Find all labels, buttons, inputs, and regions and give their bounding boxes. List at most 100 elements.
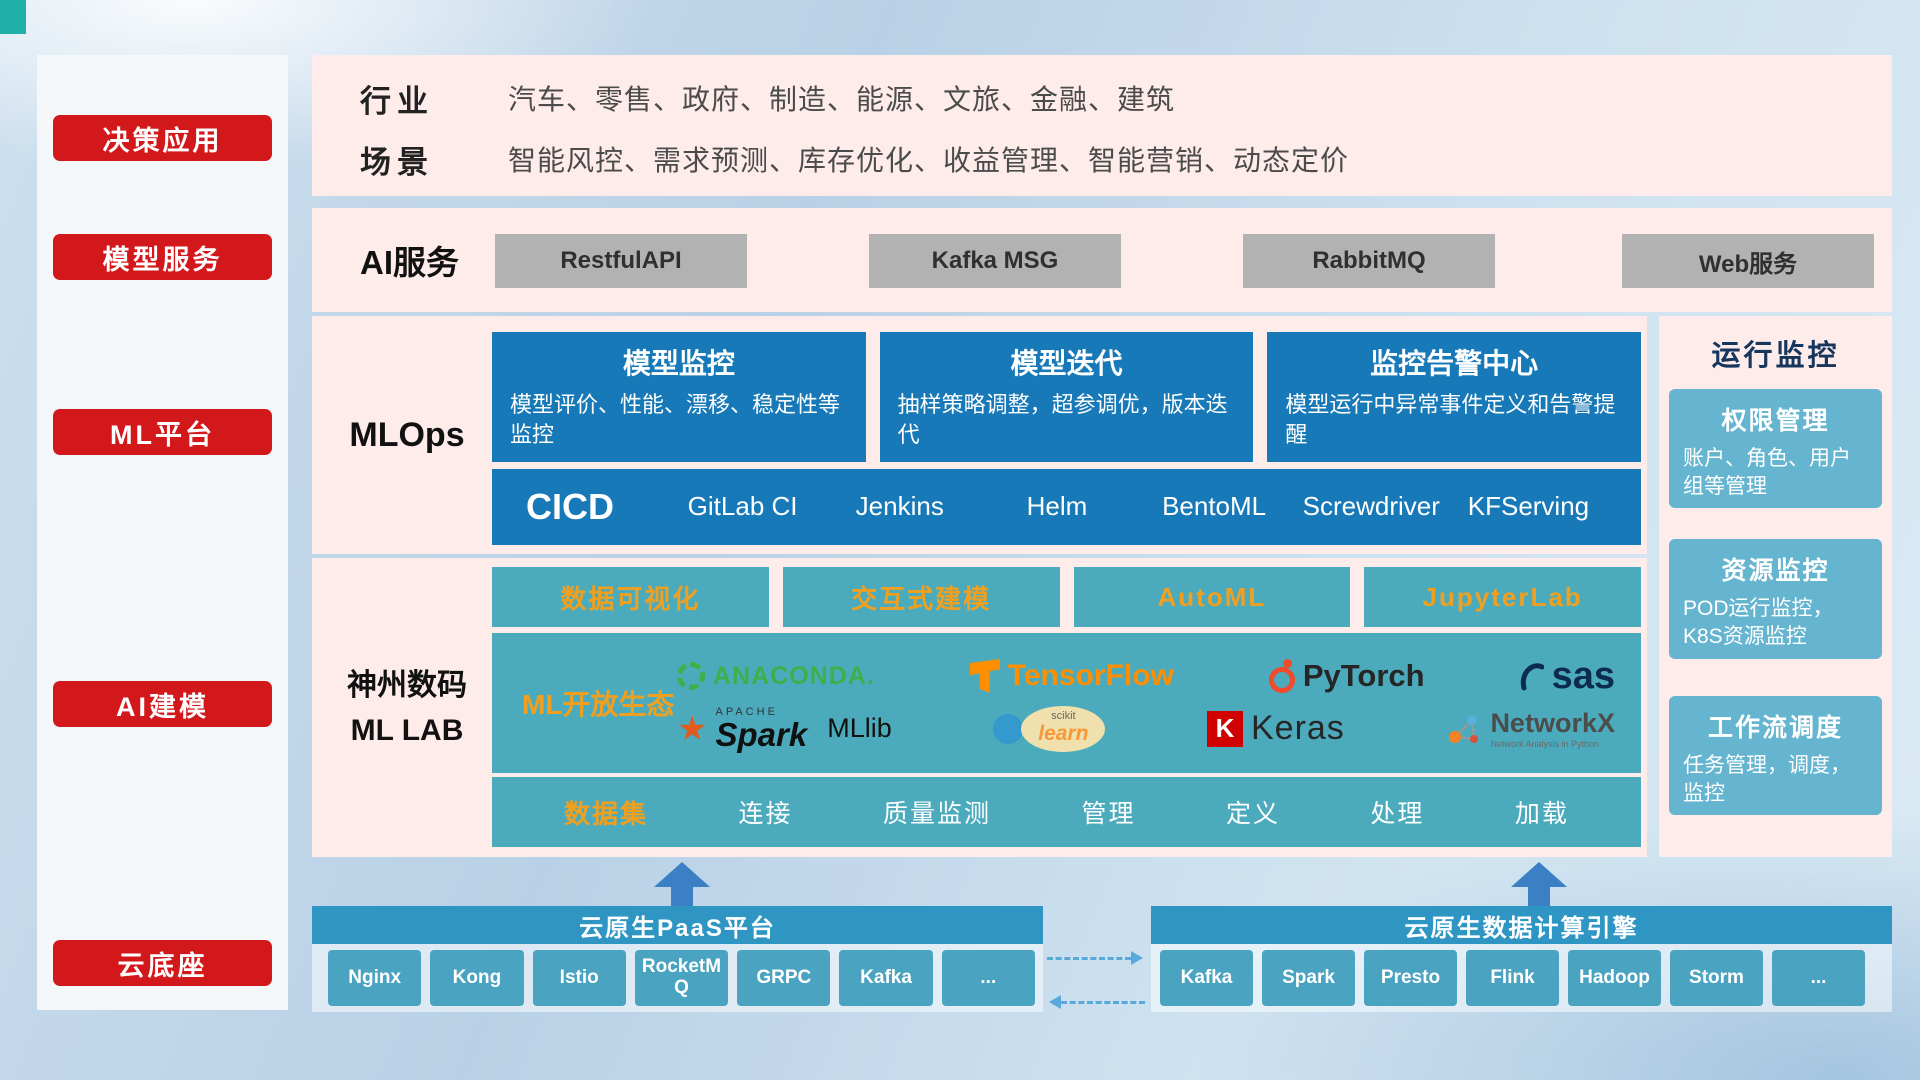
arrow-stem [1528, 887, 1550, 906]
apache-label: APACHE [715, 705, 778, 718]
monitoring-card-workflow: 工作流调度 任务管理，调度，监控 [1669, 696, 1882, 815]
cicd-item-gitlab-ci: GitLab CI [687, 491, 798, 522]
mlops-card-alert-center: 监控告警中心 模型运行中异常事件定义和告警提醒 [1267, 332, 1642, 462]
ai-service-rabbitmq: RabbitMQ [1243, 234, 1495, 288]
networkx-logo: NetworkX Network Analysis in Python [1446, 707, 1615, 750]
mllab-panel: 神州数码 ML LAB 数据可视化 交互式建模 AutoML JupyterLa… [312, 558, 1647, 857]
sas-swoosh-icon [1520, 663, 1544, 691]
engine-chip-kafka: Kafka [1160, 950, 1253, 1006]
monitoring-card-permissions: 权限管理 账户、角色、用户组等管理 [1669, 389, 1882, 508]
tensorflow-logo: TensorFlow [969, 659, 1174, 693]
mlops-panel: MLOps 模型监控 模型评价、性能、漂移、稳定性等监控 模型迭代 抽样策略调整… [312, 316, 1647, 554]
ecosystem-row-2: ★ APACHE Spark MLlib scikit learn K [677, 705, 1615, 752]
spark-star-icon: ★ [677, 709, 708, 748]
spark-wordmark-stack: APACHE Spark [715, 705, 807, 751]
dataset-item-load: 加载 [1514, 800, 1569, 828]
mllib-wordmark: MLlib [827, 713, 892, 743]
tool-data-visualization: 数据可视化 [492, 567, 769, 627]
ecosystem-row-1: ANACONDA. TensorFlow PyTorch sas [677, 655, 1615, 698]
scene-row: 场景 智能风控、需求预测、库存优化、收益管理、智能营销、动态定价 [360, 137, 1872, 181]
engine-chip-storm: Storm [1670, 950, 1763, 1006]
card-desc: 模型运行中异常事件定义和告警提醒 [1285, 392, 1616, 447]
paas-chip-istio: Istio [532, 950, 626, 1006]
engine-chip-presto: Presto [1364, 950, 1457, 1006]
keras-wordmark: Keras [1250, 709, 1345, 747]
paas-platform-bar: 云原生PaaS平台 [312, 906, 1043, 944]
arrow-head [654, 862, 710, 887]
ai-service-web: Web服务 [1622, 234, 1874, 288]
cicd-item-jenkins: Jenkins [855, 491, 944, 522]
card-desc: 账户、角色、用户组等管理 [1683, 447, 1851, 499]
card-title: 模型监控 [622, 348, 735, 379]
card-desc: POD运行监控，K8S资源监控 [1683, 597, 1834, 649]
cicd-label: CICD [526, 486, 614, 527]
mllab-label-line2: ML LAB [350, 713, 464, 747]
networkx-icon [1449, 714, 1479, 743]
mlops-label: MLOps [349, 415, 465, 454]
ai-service-restfulapi: RestfulAPI [495, 234, 747, 288]
keras-k-icon: K [1206, 710, 1243, 747]
arrow-stem [671, 887, 693, 906]
scikit-learn-icon [993, 713, 1024, 744]
card-title: 权限管理 [1721, 407, 1830, 435]
paas-chip-more: ... [941, 950, 1035, 1006]
anaconda-icon [677, 662, 705, 690]
mlops-cards: 模型监控 模型评价、性能、漂移、稳定性等监控 模型迭代 抽样策略调整，超参调优，… [492, 332, 1642, 462]
ai-services-panel: AI服务 RestfulAPI Kafka MSG RabbitMQ Web服务 [312, 208, 1892, 312]
networkx-wordmark: NetworkX [1490, 707, 1615, 738]
mlops-card-model-monitoring: 模型监控 模型评价、性能、漂移、稳定性等监控 [492, 332, 866, 462]
dashed-connector-right-head [1131, 951, 1143, 965]
cicd-item-kfserving: KFServing [1467, 491, 1590, 522]
tool-interactive-modeling: 交互式建模 [782, 567, 1060, 627]
learn-wordmark: learn [1038, 722, 1089, 746]
mllab-tools-row: 数据可视化 交互式建模 AutoML JupyterLab [492, 567, 1641, 627]
ml-ecosystem-box: ML开放生态 ANACONDA. TensorFlow PyTorch [492, 633, 1641, 773]
cicd-item-screwdriver: Screwdriver [1302, 491, 1440, 522]
ml-ecosystem-label: ML开放生态 [522, 689, 675, 720]
spark-mllib-logo: ★ APACHE Spark MLlib [677, 705, 892, 751]
paas-chip-grpc: GRPC [737, 950, 831, 1006]
dataset-label: 数据集 [564, 798, 649, 829]
mllab-label-line1: 神州数码 [347, 668, 467, 702]
sas-logo: sas [1520, 655, 1615, 698]
dataset-item-quality: 质量监测 [882, 800, 991, 828]
anaconda-wordmark: ANACONDA. [713, 661, 875, 690]
dataset-item-connect: 连接 [738, 800, 793, 828]
engine-chip-flink: Flink [1466, 950, 1559, 1006]
engine-chips: Kafka Spark Presto Flink Hadoop Storm ..… [1160, 950, 1865, 1006]
sidebar-item-ai-modeling: AI建模 [53, 681, 272, 727]
dataset-item-process: 处理 [1370, 800, 1425, 828]
engine-chip-spark: Spark [1262, 950, 1355, 1006]
paas-chip-kong: Kong [430, 950, 524, 1006]
dataset-item-define: 定义 [1225, 800, 1280, 828]
dashed-connector-left-head [1049, 995, 1061, 1009]
dashed-connector-right-line [1047, 957, 1131, 960]
cicd-bar: CICD GitLab CI Jenkins Helm BentoML Scre… [492, 469, 1641, 545]
up-arrow-left [654, 862, 710, 906]
sidebar-item-ml-platform: ML平台 [53, 409, 272, 455]
anaconda-logo: ANACONDA. [677, 662, 875, 691]
scene-value: 智能风控、需求预测、库存优化、收益管理、智能营销、动态定价 [508, 145, 1350, 176]
monitoring-title: 运行监控 [1711, 340, 1840, 372]
monitoring-card-resources: 资源监控 POD运行监控，K8S资源监控 [1669, 539, 1882, 659]
tensorflow-icon [969, 659, 1000, 693]
sidebar-item-decision-apps: 决策应用 [53, 115, 272, 161]
ecosystem-logos: ANACONDA. TensorFlow PyTorch sas [677, 655, 1641, 752]
card-desc: 任务管理，调度，监控 [1683, 754, 1851, 806]
mllab-label: 神州数码 ML LAB [322, 558, 492, 857]
card-desc: 模型评价、性能、漂移、稳定性等监控 [510, 392, 841, 447]
sidebar-item-cloud-base: 云底座 [53, 940, 272, 986]
ai-service-kafka-msg: Kafka MSG [869, 234, 1121, 288]
networkx-tagline: Network Analysis in Python [1490, 739, 1599, 750]
card-title: 工作流调度 [1707, 714, 1843, 742]
industry-value: 汽车、零售、政府、制造、能源、文旅、金融、建筑 [508, 84, 1176, 115]
paas-chip-nginx: Nginx [328, 950, 422, 1006]
engine-chip-more: ... [1772, 950, 1865, 1006]
dataset-bar: 数据集 连接 质量监测 管理 定义 处理 加载 [492, 777, 1641, 847]
scikit-learn-logo: scikit learn [993, 705, 1106, 752]
scene-label: 场景 [360, 144, 434, 180]
cicd-item-bentoml: BentoML [1162, 491, 1267, 522]
networkx-wordmark-stack: NetworkX Network Analysis in Python [1490, 707, 1615, 750]
paas-chip-rocketmq: RocketMQ [634, 950, 729, 1006]
industry-scene-panel: 行业 汽车、零售、政府、制造、能源、文旅、金融、建筑 场景 智能风控、需求预测、… [312, 55, 1892, 196]
